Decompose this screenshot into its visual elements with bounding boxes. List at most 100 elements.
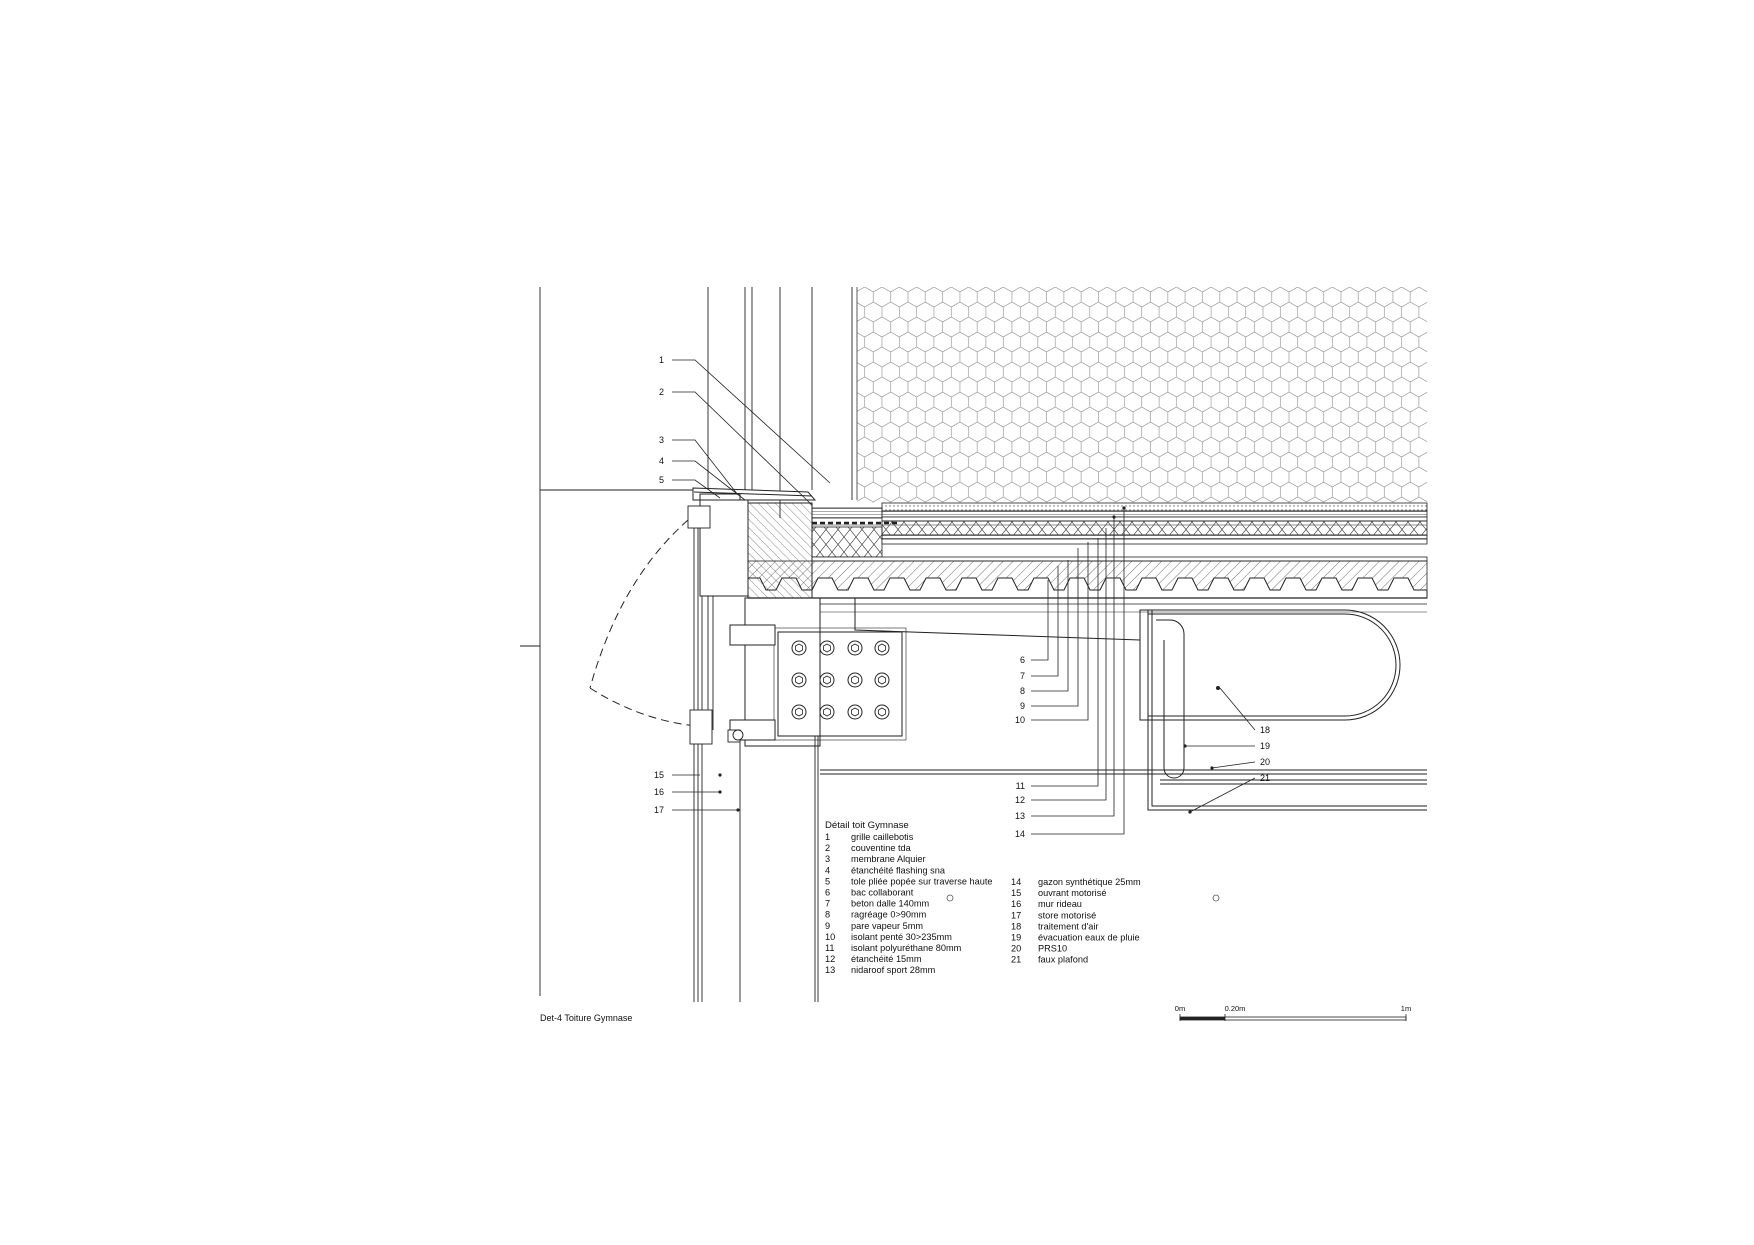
legend-right-item-label: évacuation eaux de pluie [1038,933,1140,943]
legend-left-item-label: grille caillebotis [851,832,914,842]
scale-label-start: 0m [1175,1004,1185,1013]
hex-fill-zone [856,287,1427,503]
callout-2: 2 [659,387,664,397]
curtain-wall-glazing [687,505,744,745]
legend-left-item-num: 12 [825,954,835,964]
bolt-head [847,672,863,688]
legend-left-item-num: 6 [825,888,830,898]
legend-right-item-num: 16 [1011,899,1021,909]
legend-right-item-label: mur rideau [1038,899,1082,909]
legend-left-item-num: 7 [825,899,830,909]
scale-label-end: 1m [1401,1004,1411,1013]
bolt-head [874,672,890,688]
callout-18: 18 [1260,725,1270,735]
legend-left-item-label: membrane Alquier [851,854,926,864]
bolted-plate [729,597,907,747]
legend-left-item-label: nidaroof sport 28mm [851,965,936,975]
bolt-head [874,704,890,720]
bolt-nut [795,707,803,717]
legend-left-item-label: pare vapeur 5mm [851,921,923,931]
callout-5: 5 [659,475,664,485]
legend-left-item-num: 10 [825,932,835,942]
legend-left-item-num: 2 [825,843,830,853]
legend-right-item-num: 15 [1011,888,1021,898]
bolt-head [791,672,807,688]
scale-bar: 0m 0.20m 1m [1175,1004,1411,1021]
legend-right-column: 14 gazon synthétique 25mm 15 ouvrant motori… [1011,877,1141,965]
legend-left-item-label: étanchéité 15mm [851,954,922,964]
bolt-head [791,704,807,720]
bolt-nut [851,643,859,653]
legend-right-item-num: 21 [1011,955,1021,965]
bolt-head [791,640,807,656]
callout-20: 20 [1260,757,1270,767]
legend-left-item-label: isolant polyuréthane 80mm [851,943,962,953]
bolt-head [847,640,863,656]
callout-8: 8 [1020,686,1025,696]
leader-dots [718,506,1220,814]
callout-11: 11 [1016,781,1025,791]
steel-deck-profile [747,577,1428,605]
callout-6: 6 [1020,655,1025,665]
legend-left-item-num: 9 [825,921,830,931]
legend-left-column: 1 grille caillebotis 2 couventine tda 3 membr… [825,832,992,975]
callout-9: 9 [1020,701,1025,711]
parapet-block [692,487,817,599]
callout-12: 12 [1015,795,1025,805]
callout-16: 16 [654,787,664,797]
legend-right-item-label: faux plafond [1038,955,1088,965]
bolt-nut [795,675,803,685]
callout-17: 17 [654,805,664,815]
callout-10: 10 [1015,715,1025,725]
legend-right-item-num: 14 [1011,877,1021,887]
legend-left-item-label: tole pliée popée sur traverse haute [851,876,992,886]
bolt-nut [878,675,886,685]
bolt-nut [823,643,831,653]
bolt-head [874,640,890,656]
bolt-nut [878,643,886,653]
bolt-nut [851,707,859,717]
callout-numbers: 1 2 3 4 5 6 7 8 9 10 11 12 13 14 15 16 1… [654,355,1270,839]
callout-15: 15 [654,770,664,780]
bolt-nut [823,707,831,717]
bolt-nut [878,707,886,717]
hvac-and-pipes [820,598,1427,811]
legend-right-item-num: 18 [1011,921,1021,931]
legend-left-item-num: 5 [825,876,830,886]
legend-right-item-label: ouvrant motorisé [1038,888,1106,898]
drawing-caption: Det-4 Toiture Gymnase [540,1013,632,1023]
legend-left-item-num: 13 [825,965,835,975]
bolt-nut [823,675,831,685]
legend-right-item-label: store motorisé [1038,910,1096,920]
bolt-nut [851,675,859,685]
legend-left-item-num: 3 [825,854,830,864]
bolt-nut [795,643,803,653]
legend-right-item-label: PRS10 [1038,944,1067,954]
bolt-head [819,640,835,656]
roof-layers [747,502,1428,597]
bolt-group [791,640,890,720]
bolt-head [819,672,835,688]
legend-left-item-label: bac collaborant [851,888,914,898]
legend-left-item-label: couventine tda [851,843,912,853]
legend-left-item-label: étanchéité flashing sna [851,865,946,875]
legend-right-item-num: 19 [1011,933,1021,943]
callout-19: 19 [1260,741,1270,751]
legend-left-item-label: ragréage 0>90mm [851,910,927,920]
legend-left-item-num: 11 [825,943,835,953]
bolt-head [819,704,835,720]
leader-lines [672,359,1256,835]
legend-left-item-label: isolant penté 30>235mm [851,932,952,942]
callout-7: 7 [1020,671,1025,681]
legend-right-item-label: gazon synthétique 25mm [1038,877,1141,887]
legend-left-item-num: 1 [825,832,830,842]
callout-13: 13 [1015,811,1025,821]
legend-left-item-num: 8 [825,910,830,920]
opening-swing-arc [589,519,697,727]
callout-14: 14 [1015,829,1025,839]
legend-right-item-num: 17 [1011,910,1021,920]
bolt-head [847,704,863,720]
